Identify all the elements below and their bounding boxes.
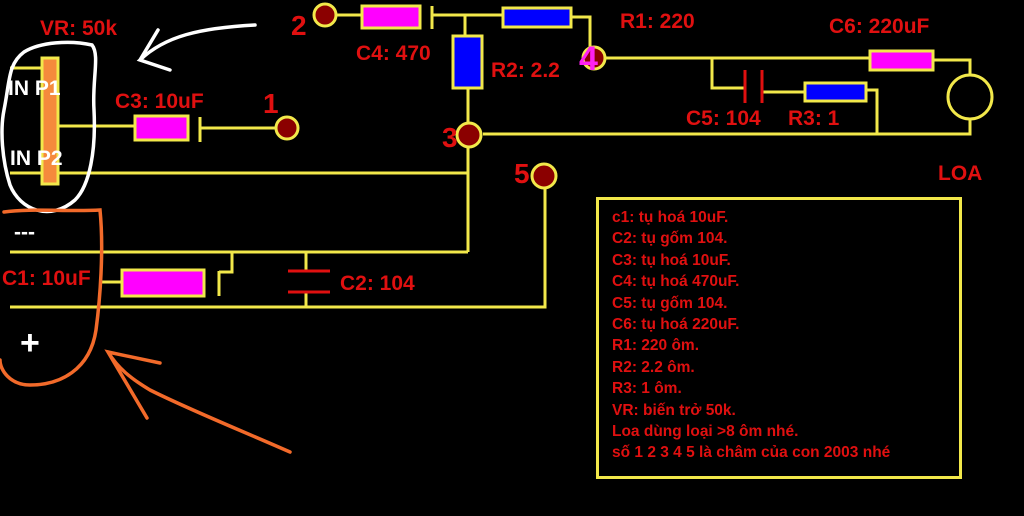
r3-resistor <box>803 81 868 103</box>
speaker-icon <box>946 73 994 121</box>
note-line: c1: tụ hoá 10uF. <box>612 209 729 226</box>
wire-c5-branch <box>710 58 744 90</box>
c1-label: C1: 10uF <box>2 267 91 290</box>
node-5-label: 5 <box>514 158 530 189</box>
note-line: R1: 220 ôm. <box>612 337 700 355</box>
note-line: số 1 2 3 4 5 là châm của con 2003 nhé <box>612 444 891 462</box>
wire-c1-right <box>219 252 234 274</box>
r2-label: R2: 2.2 <box>491 59 560 82</box>
note-line: C4: tụ hoá 470uF. <box>612 273 740 291</box>
c1-capacitor-body <box>120 268 206 298</box>
white-outline-loop <box>0 40 98 214</box>
node-5 <box>530 162 558 190</box>
node-2-label: 2 <box>291 10 307 41</box>
r1-label: R1: 220 <box>620 10 695 33</box>
c5-label: C5: 104 <box>686 107 761 130</box>
node-4 <box>581 45 607 71</box>
c4-label: C4: 470 <box>356 42 431 65</box>
orange-arrow-icon <box>104 349 292 454</box>
vr-potentiometer <box>40 56 60 186</box>
note-line: VR: biến trở 50k. <box>612 401 736 419</box>
component-notes-box: c1: tụ hoá 10uF. C2: tụ gốm 104. C3: tụ … <box>596 197 962 479</box>
note-line: R2: 2.2 ôm. <box>612 358 695 376</box>
wire-node3-right <box>483 118 972 136</box>
note-line: C3: tụ hoá 10uF. <box>612 251 731 269</box>
c3-capacitor-body <box>133 114 190 142</box>
node-1-label: 1 <box>263 88 279 119</box>
note-line: R3: 1 ôm. <box>612 380 682 398</box>
vr-label: VR: 50k <box>40 17 118 40</box>
node-3-label: 3 <box>442 122 458 153</box>
white-arrow-icon <box>136 23 257 72</box>
node-3 <box>455 121 483 149</box>
orange-annotation <box>0 208 292 454</box>
c4-capacitor-body <box>360 4 422 30</box>
wires <box>10 13 972 309</box>
in-p1-label: IN P1 <box>8 77 61 100</box>
minus-terminal-label: --- <box>14 221 35 244</box>
r2-resistor <box>451 34 484 90</box>
c6-label: C6: 220uF <box>829 15 930 38</box>
r3-label: R3: 1 <box>788 107 840 130</box>
note-line: Loa dùng loại >8 ôm nhé. <box>612 423 799 441</box>
in-p2-label: IN P2 <box>10 147 63 170</box>
note-line: C6: tụ hoá 220uF. <box>612 316 740 334</box>
c3-label: C3: 10uF <box>115 90 204 113</box>
r1-resistor <box>501 6 573 29</box>
white-annotation <box>0 23 257 214</box>
note-line: C5: tụ gốm 104. <box>612 294 728 312</box>
node-1 <box>274 115 300 141</box>
c2-label: C2: 104 <box>340 272 415 295</box>
nodes <box>274 2 607 190</box>
wire-bottom-rail <box>10 188 547 309</box>
plus-terminal-label: + <box>20 324 40 362</box>
c6-capacitor-body <box>868 49 935 72</box>
wire-c6-speaker <box>933 58 972 76</box>
wire-r3-bottom <box>866 88 879 134</box>
orange-outline-loop <box>0 208 104 387</box>
note-line: C2: tụ gốm 104. <box>612 230 728 248</box>
node-2 <box>312 2 338 28</box>
wire-r1-node4 <box>571 15 592 50</box>
node-4-label: 4 <box>579 40 598 78</box>
speaker-label: LOA <box>938 162 983 185</box>
